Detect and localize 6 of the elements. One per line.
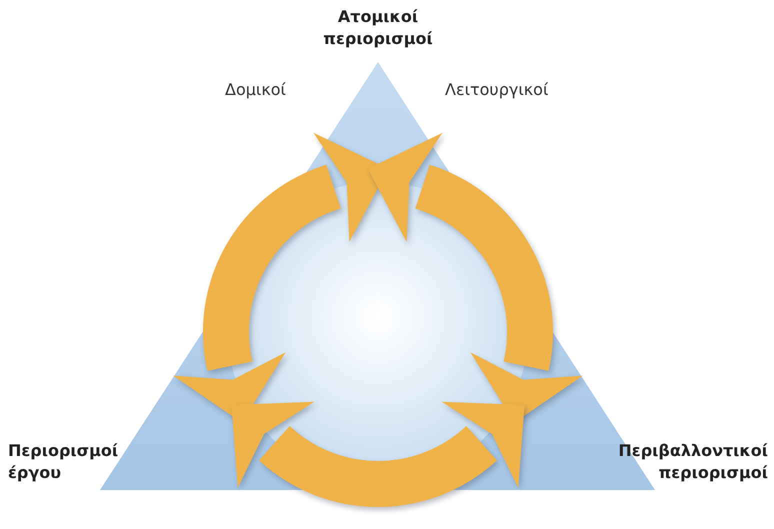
curved-arrow [231, 402, 525, 507]
corner-label: Ατομικοί περιορισμοί [322, 6, 434, 50]
corner-label: Περιορισμοί έργου [8, 440, 120, 484]
side-label: Λειτουργικοί [445, 80, 548, 99]
corner-label: Περιβαλλοντικοί περιορισμοί [617, 440, 768, 484]
side-label: Δομικοί [225, 80, 286, 99]
